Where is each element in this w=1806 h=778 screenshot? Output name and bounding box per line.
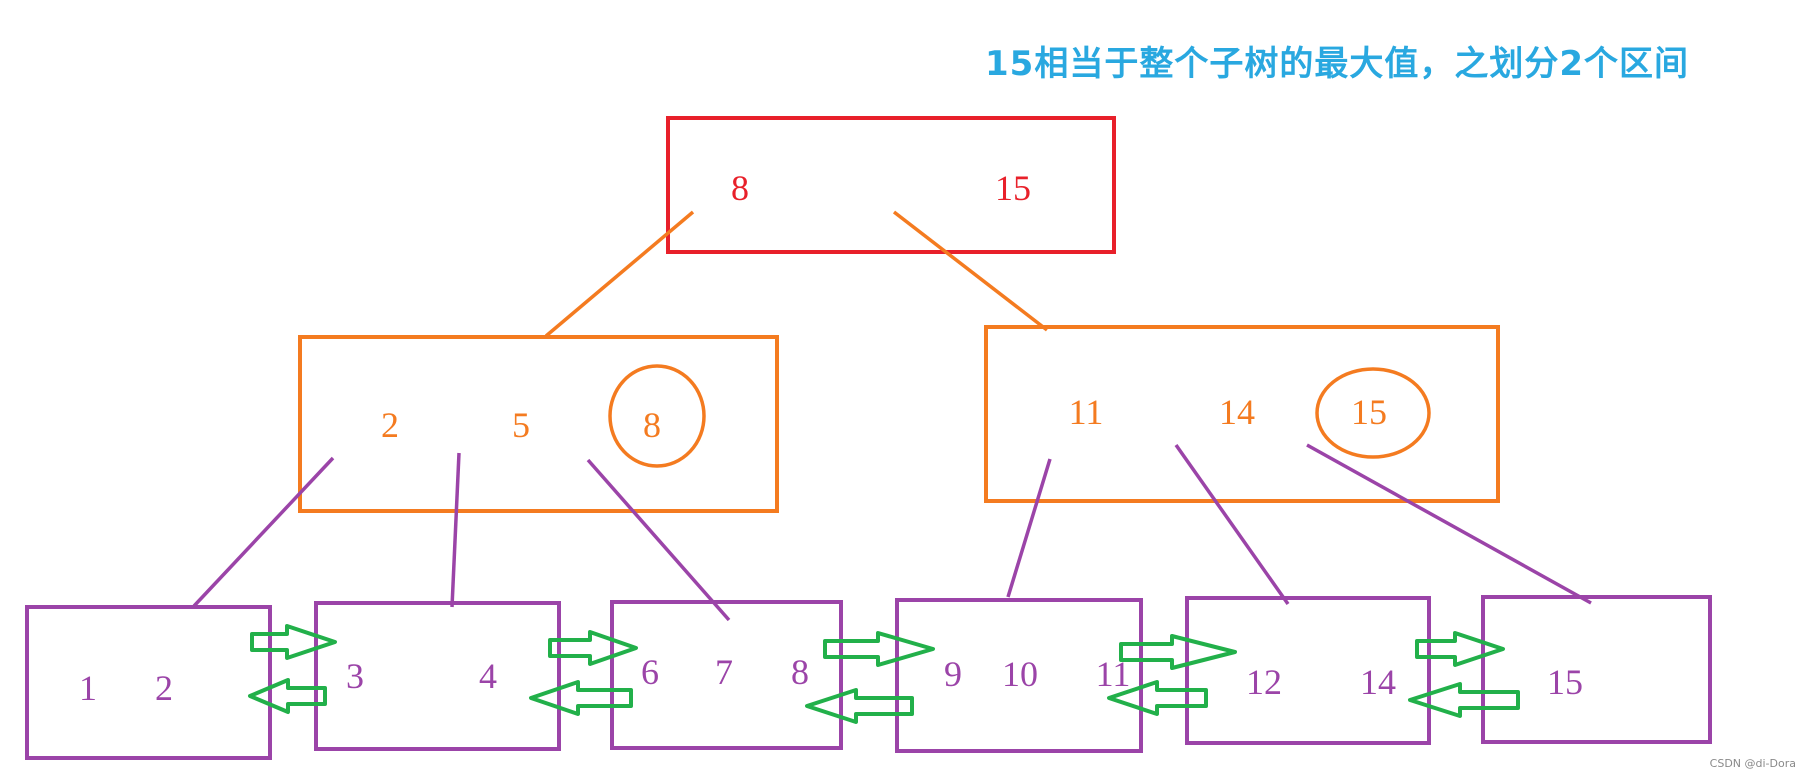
max-key-circle [608,364,706,468]
branch-node-box [984,325,1500,503]
leaf-key: 1 [79,668,97,708]
leaf-pointers [248,624,1520,724]
edge-root-to-left-branch [544,210,695,338]
leaf-node: 3 4 [314,601,561,751]
leaf-node: 9 10 11 [895,598,1143,753]
next-pointer-arrow [1119,634,1237,670]
leaf-key: 2 [155,668,173,708]
edge-branch-to-leaf [586,458,731,622]
leaf-node-box [895,598,1143,753]
leaf-node: 6 7 8 [610,600,843,750]
leaf-key: 10 [1002,654,1038,694]
edge-branch-to-leaf [1306,443,1592,605]
leaf-key: 7 [715,652,733,692]
prev-pointer-arrow [248,678,327,714]
leaf-key: 6 [641,652,659,692]
leaf-key: 14 [1360,662,1396,702]
branch-node-left: 2 5 8 [298,335,779,513]
leaf-node-box [1185,596,1431,745]
max-key-circle [1315,367,1431,459]
leaf-node-box [314,601,561,751]
root-node: 8 15 [666,116,1116,254]
branch-key: 14 [1219,392,1255,432]
leaf-key: 15 [1547,662,1583,702]
watermark: CSDN @di-Dora [1709,757,1796,770]
prev-pointer-arrow [529,680,633,716]
leaf-key: 3 [346,656,364,696]
diagram-caption: 15相当于整个子树的最大值，之划分2个区间 [985,44,1689,84]
edge-branch-to-leaf [1174,443,1290,606]
next-pointer-arrow [548,630,638,666]
prev-pointer-arrow [1107,680,1208,716]
edge-branch-to-leaf [192,456,335,608]
branch-to-leaf-edges [192,443,1592,622]
edge-root-to-right-branch [892,210,1049,332]
branch-node-box [298,335,779,513]
root-key: 15 [995,168,1031,208]
branch-key: 2 [381,405,399,445]
prev-pointer-arrow [1408,682,1520,718]
leaf-key: 9 [944,654,962,694]
leaf-node-box [610,600,843,750]
branch-key: 5 [512,405,530,445]
leaf-key: 12 [1246,662,1282,702]
branch-key: 8 [643,405,661,445]
prev-pointer-arrow [805,688,914,724]
next-pointer-arrow [823,631,935,667]
leaf-key: 4 [479,656,497,696]
edge-branch-to-leaf [450,452,461,608]
next-pointer-arrow [1415,631,1505,667]
leaf-key: 8 [791,652,809,692]
next-pointer-arrow [250,624,337,660]
leaf-node: 15 [1481,595,1712,744]
edge-branch-to-leaf [1006,458,1052,598]
leaf-node: 1 2 [25,605,272,760]
branch-key: 11 [1069,392,1104,432]
leaf-node: 12 14 [1185,596,1431,745]
root-node-box [666,116,1116,254]
leaf-node-box [25,605,272,760]
leaf-node-box [1481,595,1712,744]
root-key: 8 [731,168,749,208]
branch-node-right: 11 14 15 [984,325,1500,503]
branch-key: 15 [1351,392,1387,432]
